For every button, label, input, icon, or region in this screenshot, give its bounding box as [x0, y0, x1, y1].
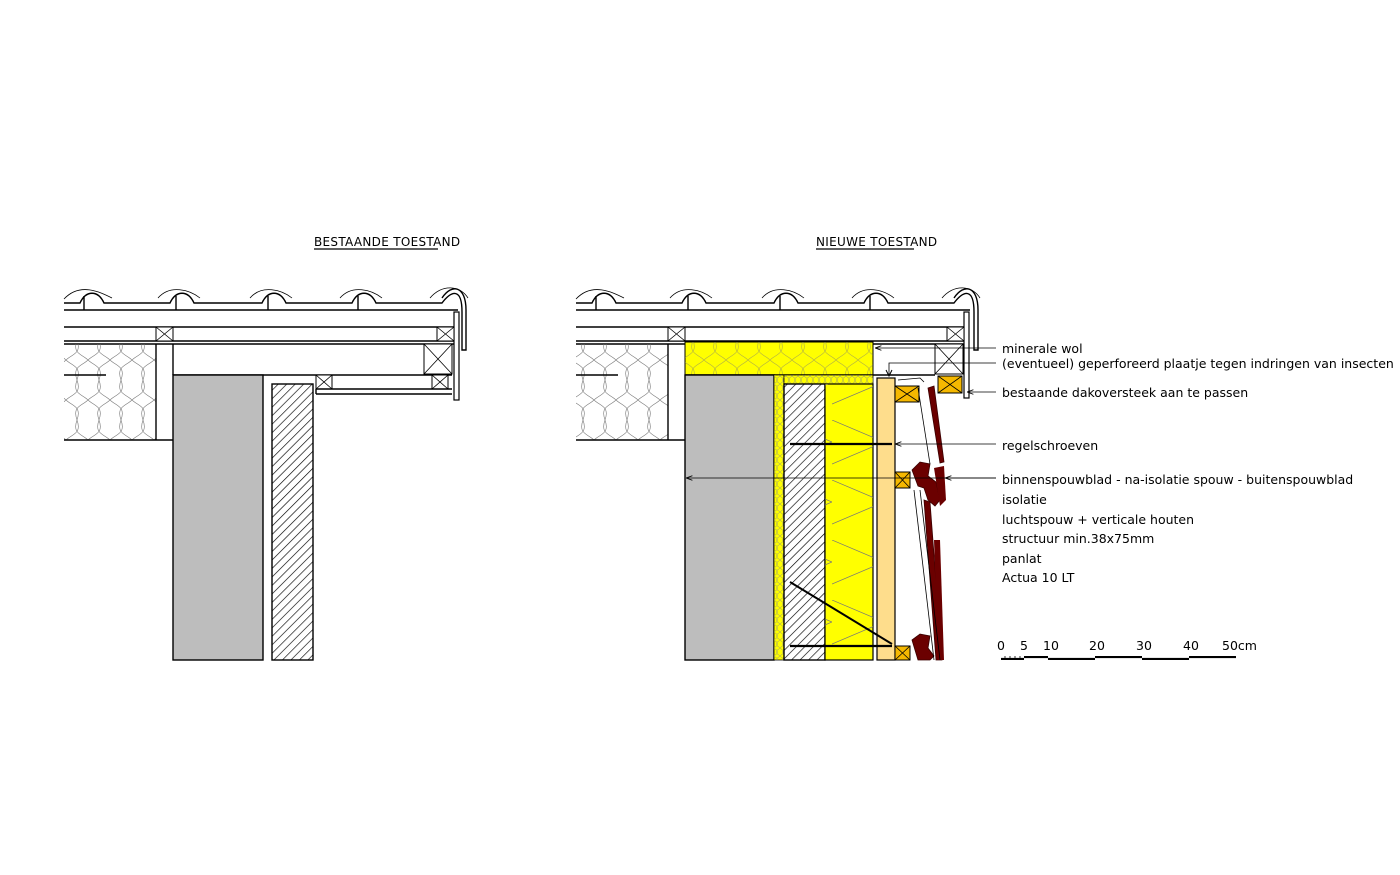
label-minerale-wol: minerale wol: [1002, 341, 1083, 356]
label-geperforeerd-plaatje: (eventueel) geperforeerd plaatje tegen i…: [1002, 356, 1394, 371]
label-spouwbladen: binnenspouwblad - na-isolatie spouw - bu…: [1002, 472, 1353, 487]
mineral-wool-existing: [64, 344, 156, 440]
inner-wall-block-new: [684, 374, 775, 661]
annotation-labels: minerale wol (eventueel) geperforeerd pl…: [1002, 341, 1394, 585]
mineral-wool-existing-new: [576, 344, 668, 440]
right-detail: NIEUWE TOESTAND: [575, 235, 996, 661]
fascia-board-new: [963, 311, 970, 399]
roof-tiles: [63, 287, 469, 351]
left-detail-title: BESTAANDE TOESTAND: [314, 235, 460, 249]
scale-tick-5: 5: [1020, 638, 1028, 653]
label-regelschroeven: regelschroeven: [1002, 438, 1098, 453]
label-isolatie: isolatie: [1002, 492, 1047, 507]
roof-tiles-new: [575, 287, 981, 351]
scale-tick-10: 10: [1043, 638, 1059, 653]
scale-tick-30: 30: [1136, 638, 1152, 653]
scale-tick-50: 50cm: [1222, 638, 1257, 653]
cladding-tile: [927, 385, 945, 464]
scale-tick-40: 40: [1183, 638, 1199, 653]
diagonal-screw: [789, 581, 893, 645]
leader-lines: [687, 348, 996, 478]
label-luchtspouw: luchtspouw + verticale houten: [1002, 512, 1194, 527]
scale-tick-0: 0: [997, 638, 1005, 653]
label-dakoversteek: bestaande dakoversteek aan te passen: [1002, 385, 1248, 400]
label-panlat: panlat: [1002, 551, 1042, 566]
scale-tick-20: 20: [1089, 638, 1105, 653]
outer-brick-wall: [271, 383, 314, 661]
right-detail-title: NIEUWE TOESTAND: [816, 235, 937, 249]
label-actua: Actua 10 LT: [1002, 570, 1075, 585]
left-detail: BESTAANDE TOESTAND: [63, 235, 469, 661]
scale-bar: 0 5 10 20 30 40 50cm: [997, 638, 1257, 660]
vertical-timber-structure: [876, 377, 896, 661]
outer-brick-wall-new: [783, 383, 826, 661]
label-structuur: structuur min.38x75mm: [1002, 531, 1154, 546]
inner-wall-block: [172, 374, 264, 661]
fascia-board: [453, 311, 460, 401]
